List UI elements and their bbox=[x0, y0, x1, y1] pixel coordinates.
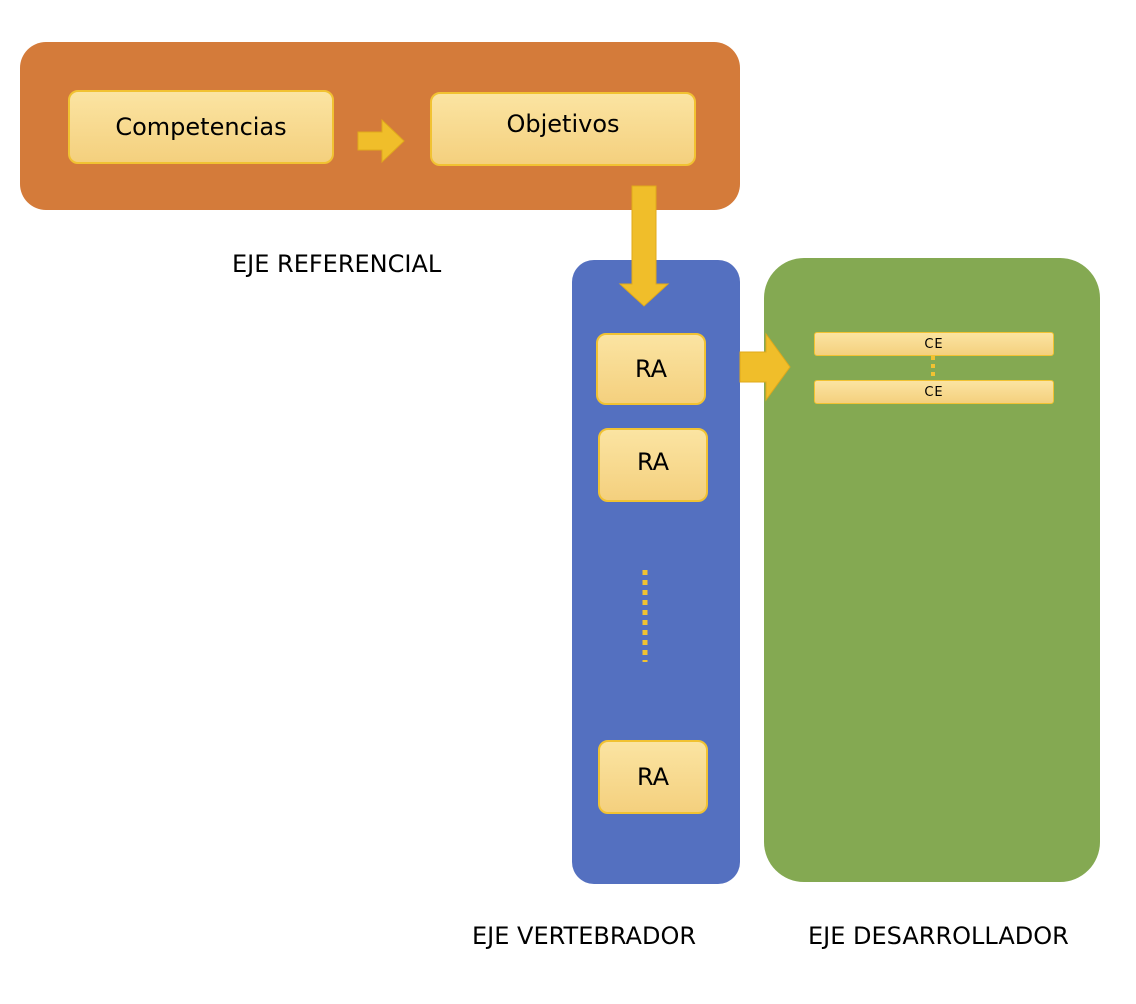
competencias-node: Competencias bbox=[68, 90, 334, 164]
objetivos-label: Objetivos bbox=[506, 110, 620, 138]
eje-desarrollador-label: EJE DESARROLLADOR bbox=[808, 922, 1069, 950]
eje-referencial-label: EJE REFERENCIAL bbox=[232, 250, 442, 278]
ra-label-2: RA bbox=[636, 448, 670, 476]
ce-node-2: CE bbox=[814, 380, 1054, 404]
ce-node-1: CE bbox=[814, 332, 1054, 356]
ra-label-1: RA bbox=[634, 355, 668, 383]
ra-node-1: RA bbox=[596, 333, 706, 405]
competencias-label: Competencias bbox=[115, 113, 287, 141]
ra-node-3: RA bbox=[598, 740, 708, 814]
eje-vertebrador-label: EJE VERTEBRADOR bbox=[472, 922, 697, 950]
ce-label-2: CE bbox=[924, 384, 944, 400]
ce-label-1: CE bbox=[924, 336, 944, 352]
objetivos-node: Objetivos bbox=[430, 92, 696, 166]
ra-label-3: RA bbox=[636, 763, 670, 791]
ra-node-2: RA bbox=[598, 428, 708, 502]
